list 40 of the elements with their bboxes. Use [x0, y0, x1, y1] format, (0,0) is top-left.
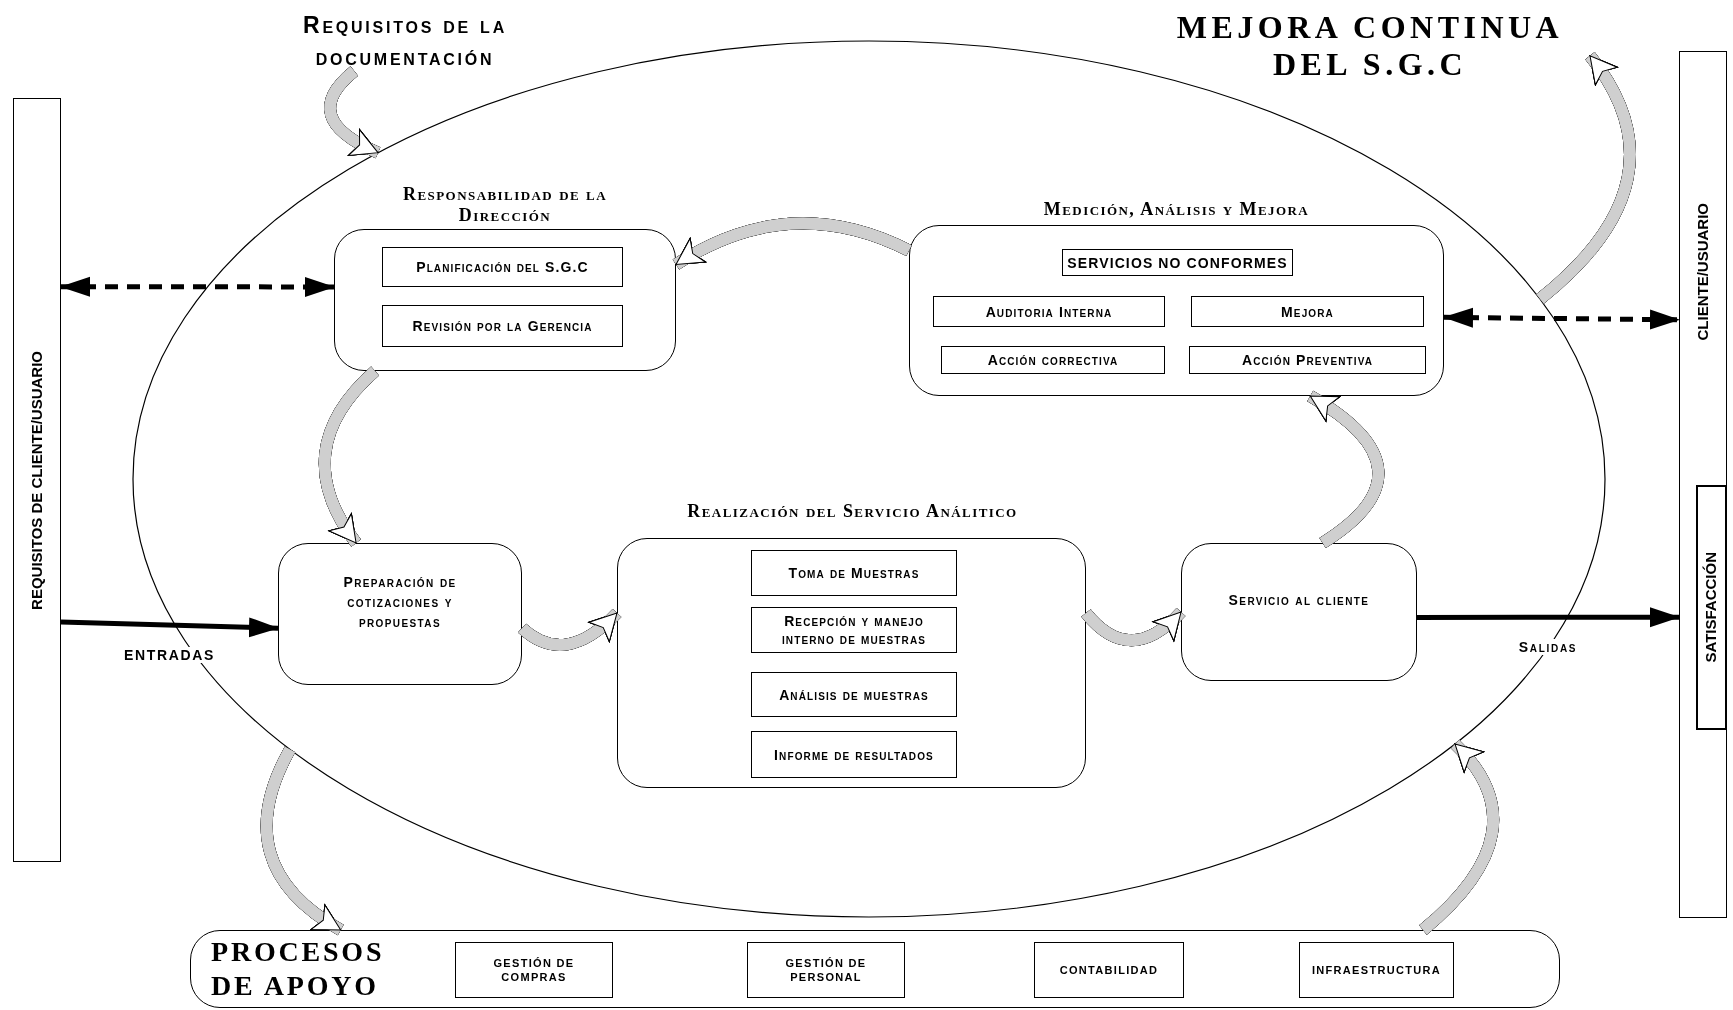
rounded-panel — [190, 930, 1560, 1008]
curved-arrow — [1419, 739, 1500, 935]
curved-arrow — [1307, 390, 1385, 548]
process-box: Toma de Muestras — [751, 550, 957, 596]
arrow — [60, 617, 279, 638]
curved-arrow — [1536, 52, 1636, 304]
process-box: SERVICIOS NO CONFORMES — [1062, 249, 1293, 276]
curved-arrow — [260, 746, 344, 936]
section-title: Requisitos de la documentación — [264, 9, 546, 71]
curved-arrow — [672, 217, 912, 270]
dashed-double-arrow — [60, 276, 335, 297]
process-box: Planificación del S.G.C — [382, 247, 623, 287]
process-box: Auditoria Interna — [933, 296, 1165, 327]
process-box: GESTIÓN DE COMPRAS — [455, 942, 613, 998]
bar-label: CLIENTE/USUARIO — [1692, 203, 1712, 341]
process-box: Análisis de muestras — [751, 672, 957, 717]
panel-heading: PROCESOS DE APOYO — [211, 935, 386, 1003]
dashed-double-arrow — [1443, 307, 1680, 330]
process-box: Revisión por la Gerencia — [382, 305, 623, 347]
process-box: CONTABILIDAD — [1034, 942, 1184, 998]
edge-label: Salidas — [1488, 635, 1608, 660]
process-box: Recepción y manejo interno de muestras — [751, 607, 957, 653]
process-box: Informe de resultados — [751, 731, 957, 778]
process-box: Acción correctiva — [941, 346, 1165, 374]
panel-heading: Responsabilidad de la Dirección — [402, 184, 608, 226]
main-title: MEJORA CONTINUA DEL S.G.C — [1150, 9, 1590, 87]
bar-label: REQUISITOS DE CLIENTE/USUARIO — [26, 350, 46, 610]
process-box: GESTIÓN DE PERSONAL — [747, 942, 905, 998]
arrow — [1417, 607, 1680, 628]
side-bar — [13, 98, 61, 862]
satisfaction-bar: SATISFACCIÓN — [1696, 485, 1727, 730]
panel-heading: Realización del Servicio Análitico — [686, 501, 1019, 522]
side-bar — [1679, 51, 1727, 918]
process-box: Acción Preventiva — [1189, 346, 1426, 374]
process-box: Mejora — [1191, 296, 1424, 327]
process-box: INFRAESTRUCTURA — [1299, 942, 1454, 998]
process-box: Servicio al cliente — [1181, 543, 1417, 681]
panel-heading: Medición, Análisis y Mejora — [1042, 199, 1311, 220]
process-box: Preparación de cotizaciones y propuestas — [278, 543, 522, 685]
curved-arrow — [318, 366, 380, 547]
